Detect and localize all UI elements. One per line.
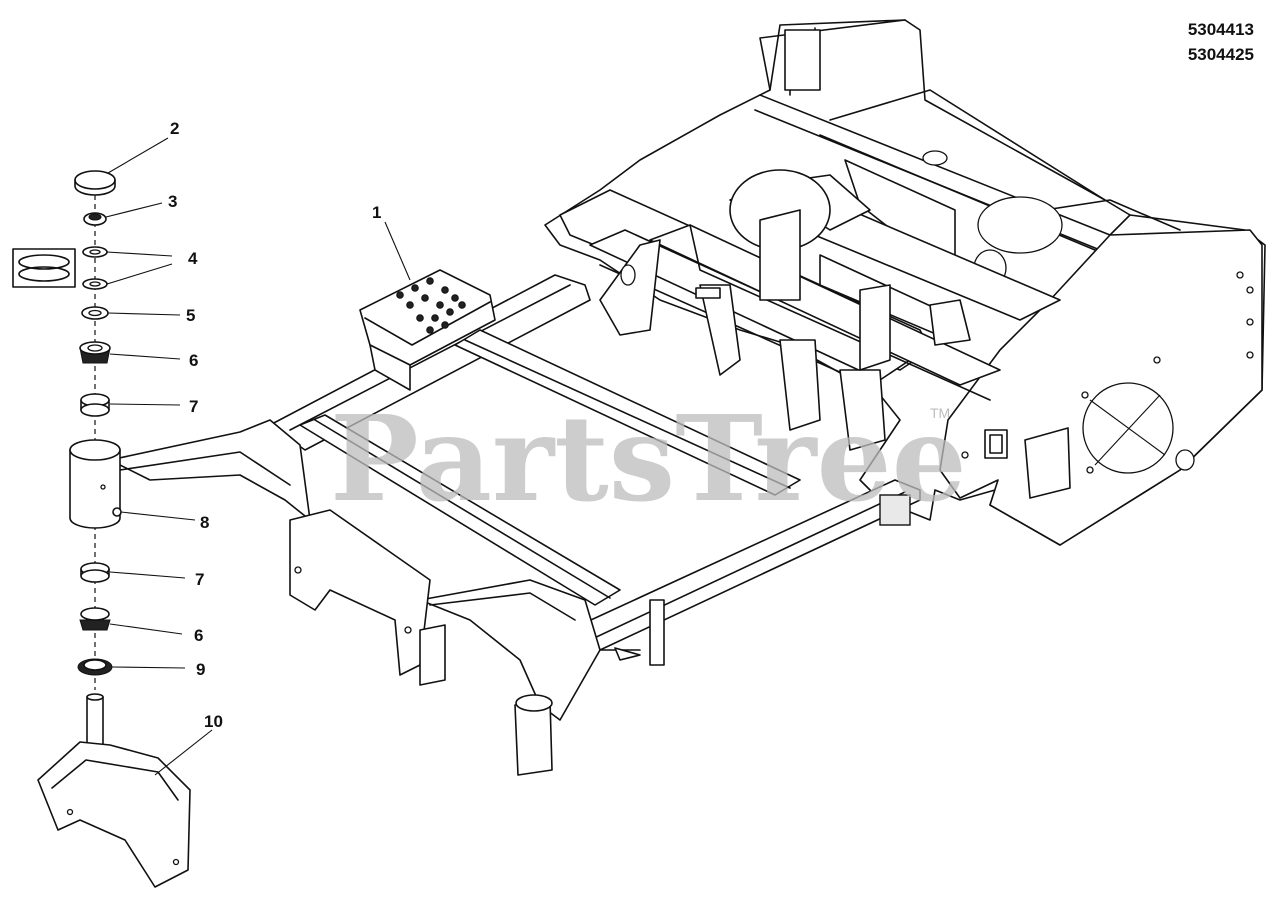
frame-front-rails (109, 274, 921, 776)
leader-lines (105, 137, 411, 776)
model-number-1: 5304413 (1187, 20, 1254, 39)
watermark-trademark: TM (930, 405, 950, 421)
part-2-cap (74, 170, 116, 190)
model-number-2: 5304425 (1187, 45, 1254, 64)
callout-10: 10 (204, 712, 223, 731)
frame-cross-members (559, 169, 1061, 451)
part-10-caster-fork (37, 693, 191, 888)
callout-4: 4 (188, 249, 198, 268)
footplate-holes (396, 277, 466, 334)
callout-6-top: 6 (189, 351, 198, 370)
part-1-footplate (359, 269, 496, 391)
callout-7-bottom: 7 (195, 570, 204, 589)
callout-8: 8 (200, 513, 209, 532)
callout-9: 9 (196, 660, 205, 679)
caster-assembly (12, 170, 191, 888)
callout-5: 5 (186, 306, 195, 325)
part-6-bearing-bottom (79, 619, 111, 631)
callout-1: 1 (372, 203, 381, 222)
callout-3: 3 (168, 192, 177, 211)
watermark: PartsTree TM (330, 389, 967, 528)
part-8-grease-fitting (112, 507, 122, 517)
callout-2: 2 (170, 119, 179, 138)
spindle-housing (69, 449, 121, 529)
callout-7-top: 7 (189, 397, 198, 416)
callout-6-bottom: 6 (194, 626, 203, 645)
callout-numbers: 1 2 3 4 5 6 7 8 7 6 9 10 (168, 119, 381, 731)
watermark-text: PartsTree (330, 389, 967, 528)
